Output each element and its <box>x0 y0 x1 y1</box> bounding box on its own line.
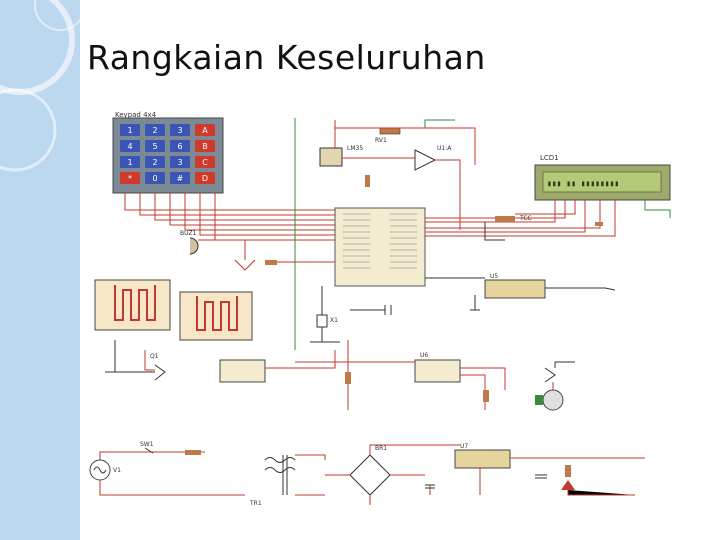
keypad-key <box>195 156 215 168</box>
keypad-key <box>170 124 190 136</box>
keypad-key-label: 4 <box>127 142 132 151</box>
keypad-label: Keypad 4x4 <box>115 111 157 119</box>
tcc-label: TCC <box>519 215 532 222</box>
sw1-label: SW1 <box>140 441 154 448</box>
keypad-key <box>170 156 190 168</box>
keypad-key-label: 1 <box>127 126 132 135</box>
keypad-key <box>145 140 165 152</box>
heater-1 <box>94 279 171 331</box>
keypad-key <box>145 124 165 136</box>
u5-label: U5 <box>490 273 498 280</box>
keypad-key <box>195 124 215 136</box>
lcd-display: LCD1 ▮▮▮ ▮▮ ▮▮▮▮▮▮▮▮ <box>425 154 671 237</box>
lcd-label: LCD1 <box>540 154 559 162</box>
keypad-key <box>195 140 215 152</box>
crystal-oscillator: X1 <box>310 286 392 343</box>
keypad-key-label: B <box>202 142 208 151</box>
power-source: V1 SW1 <box>89 441 245 496</box>
bridge-rectifier: BR1 <box>325 444 460 505</box>
u7-label: U7 <box>460 443 468 450</box>
keypad-key-label: D <box>202 174 208 183</box>
keypad-key <box>145 172 165 184</box>
triac-driver: Q1 <box>105 340 336 383</box>
q1-label: Q1 <box>150 353 159 360</box>
keypad-key-label: 2 <box>152 126 157 135</box>
keypad-key-label: # <box>177 174 184 183</box>
motor <box>535 361 575 411</box>
u5-regulator: U5 <box>425 273 616 311</box>
keypad-key <box>170 140 190 152</box>
decorative-sidebar <box>0 0 80 540</box>
lcd-text-placeholder: ▮▮▮ ▮▮ ▮▮▮▮▮▮▮▮ <box>547 179 619 188</box>
keypad-key <box>170 172 190 184</box>
sidebar-pattern <box>0 0 80 172</box>
keypad-key-label: 6 <box>177 142 182 151</box>
keypad-key <box>120 140 140 152</box>
lm35-label: LM35 <box>347 145 363 152</box>
v1-label: V1 <box>113 467 121 474</box>
tcc-section: TCC <box>484 215 603 241</box>
keypad-key-label: 3 <box>177 158 182 167</box>
keypad-key <box>195 172 215 184</box>
br1-label: BR1 <box>375 445 387 452</box>
keypad-key-label: A <box>202 126 208 135</box>
keypad-key-label: 1 <box>127 158 132 167</box>
op-amp-section: LM35 U1:A RV1 <box>319 119 476 230</box>
u1-label: U1:A <box>437 145 452 152</box>
u7-regulator: U7 <box>425 443 645 496</box>
keypad-wires <box>124 193 335 241</box>
transformer: TR1 <box>249 454 326 507</box>
keypad-key-label: 2 <box>152 158 157 167</box>
keypad-key-label: 0 <box>152 174 157 183</box>
buzzer-label: BUZ1 <box>180 230 197 237</box>
keypad-key-label: C <box>202 158 208 167</box>
keypad-key <box>145 156 165 168</box>
buzzer: BUZ1 <box>180 230 335 271</box>
heater-2 <box>179 291 253 341</box>
keypad-key-label: 5 <box>152 142 157 151</box>
keypad-key <box>120 124 140 136</box>
keypad-key <box>120 172 140 184</box>
u6-label: U6 <box>420 352 428 359</box>
keypad-key-label: 3 <box>177 126 182 135</box>
microcontroller <box>334 207 426 287</box>
keypad-key-label: * <box>128 174 132 183</box>
keypad-key <box>120 156 140 168</box>
u6-optocoupler: U6 <box>295 340 506 410</box>
slide-title: Rangkaian Keseluruhan <box>87 38 486 77</box>
rv1-label: RV1 <box>375 137 387 144</box>
x1-label: X1 <box>330 317 338 324</box>
tr1-label: TR1 <box>249 500 262 507</box>
